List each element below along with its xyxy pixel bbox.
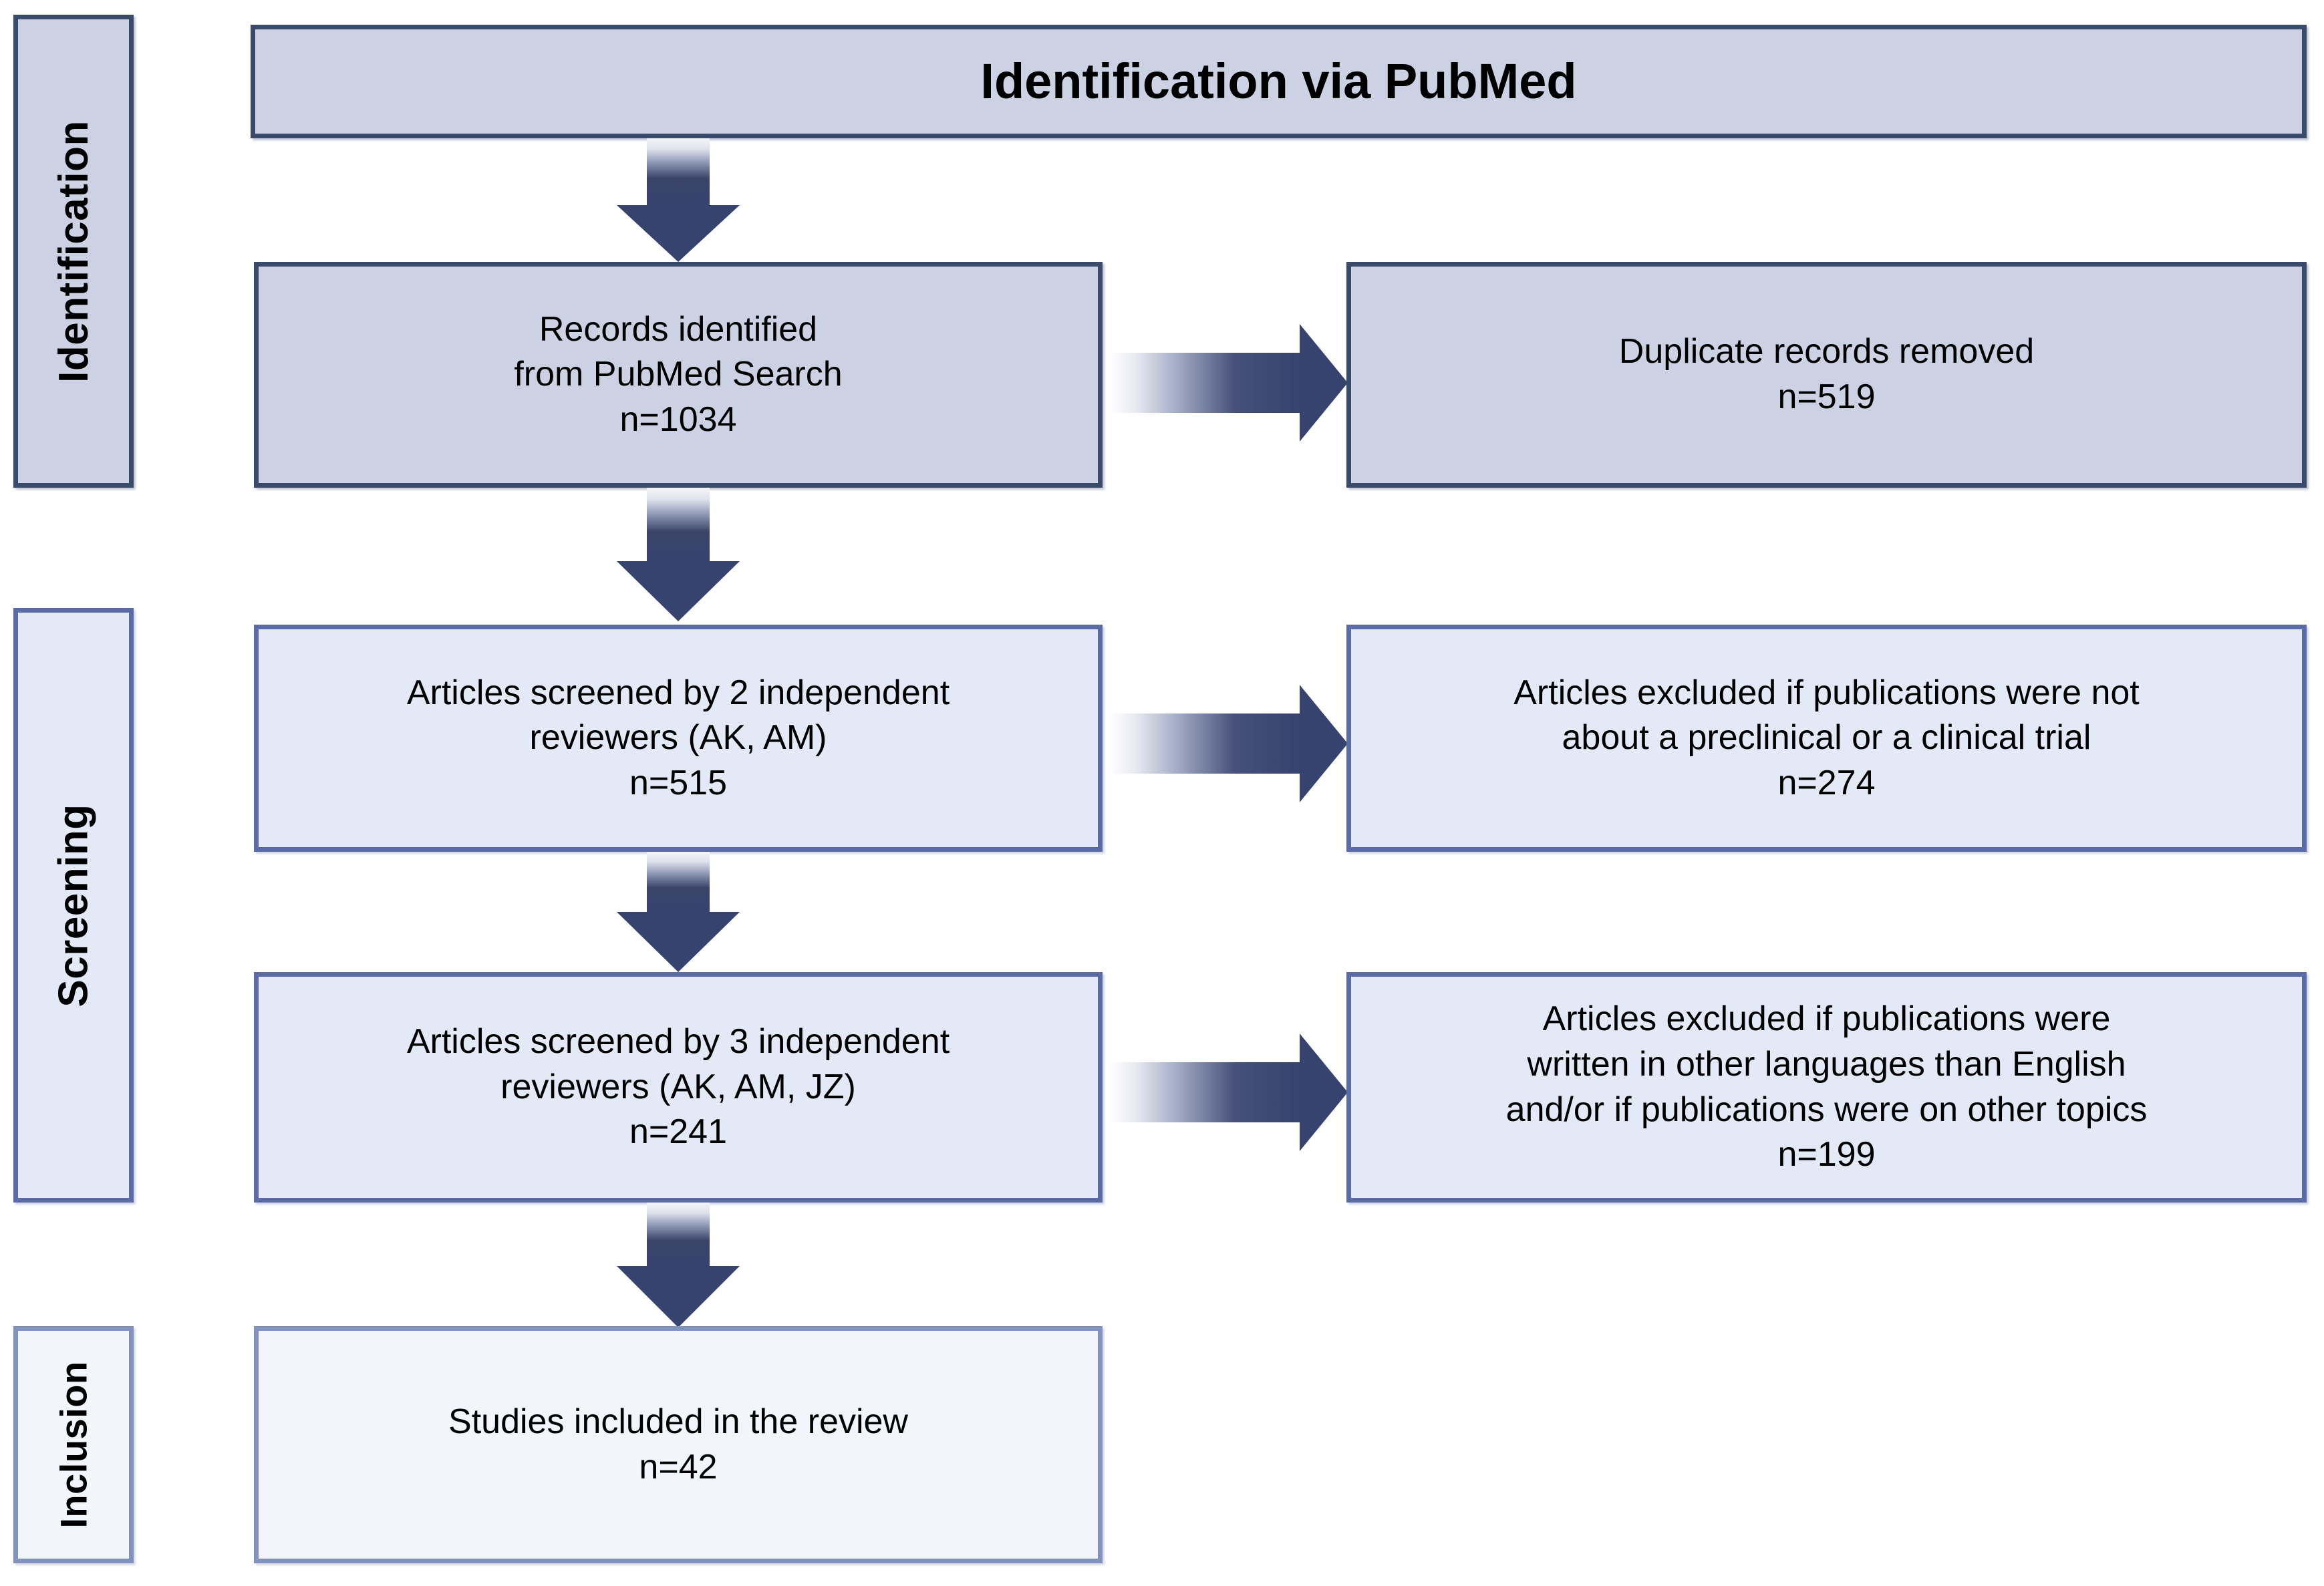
stage-label-inclusion-text: Inclusion [52, 1361, 95, 1529]
arrow-screen3-to-excluded2-shaft [1109, 1062, 1300, 1122]
arrow-records-to-screen2-head [617, 561, 740, 621]
node-screened-3-reviewers: Articles screened by 3 independent revie… [254, 972, 1103, 1203]
node-studies-included-text: Studies included in the review n=42 [448, 1402, 908, 1486]
stage-label-screening-text: Screening [50, 803, 97, 1007]
node-excluded-not-trial-text: Articles excluded if publications were n… [1513, 673, 2140, 802]
node-duplicates-removed: Duplicate records removed n=519 [1346, 262, 2307, 488]
node-excluded-language-topic: Articles excluded if publications were w… [1346, 972, 2307, 1203]
arrow-screen3-to-included-head [617, 1266, 740, 1327]
stage-label-screening: Screening [13, 608, 134, 1203]
node-studies-included: Studies included in the review n=42 [254, 1326, 1103, 1563]
node-title: Identification via PubMed [251, 25, 2307, 138]
node-excluded-language-topic-text: Articles excluded if publications were w… [1505, 999, 2148, 1174]
arrow-records-to-duplicates-shaft [1109, 353, 1300, 413]
arrow-records-to-screen2-shaft [647, 488, 710, 561]
arrow-screen2-to-excluded1-shaft [1109, 713, 1300, 774]
stage-label-identification-text: Identification [50, 120, 97, 383]
arrow-screen3-to-included-shaft [647, 1203, 710, 1266]
node-screened-3-reviewers-text: Articles screened by 3 independent revie… [406, 1022, 950, 1152]
arrow-records-to-duplicates-head [1300, 324, 1348, 442]
arrow-title-to-records-head [617, 205, 740, 262]
node-excluded-not-trial: Articles excluded if publications were n… [1346, 625, 2307, 852]
stage-label-identification: Identification [13, 15, 134, 488]
stage-label-inclusion: Inclusion [13, 1326, 134, 1563]
arrow-screen2-to-excluded1-head [1300, 685, 1348, 802]
arrow-title-to-records-shaft [647, 138, 710, 205]
node-screened-2-reviewers: Articles screened by 2 independent revie… [254, 625, 1103, 852]
node-duplicates-removed-text: Duplicate records removed n=519 [1618, 332, 2035, 416]
arrow-screen2-to-screen3-head [617, 912, 740, 972]
arrow-screen2-to-screen3-shaft [647, 852, 710, 912]
node-title-text: Identification via PubMed [980, 53, 1577, 109]
node-records-identified-text: Records identified from PubMed Search n=… [514, 309, 843, 439]
node-screened-2-reviewers-text: Articles screened by 2 independent revie… [406, 673, 950, 802]
node-records-identified: Records identified from PubMed Search n=… [254, 262, 1103, 488]
arrow-screen3-to-excluded2-head [1300, 1034, 1348, 1151]
